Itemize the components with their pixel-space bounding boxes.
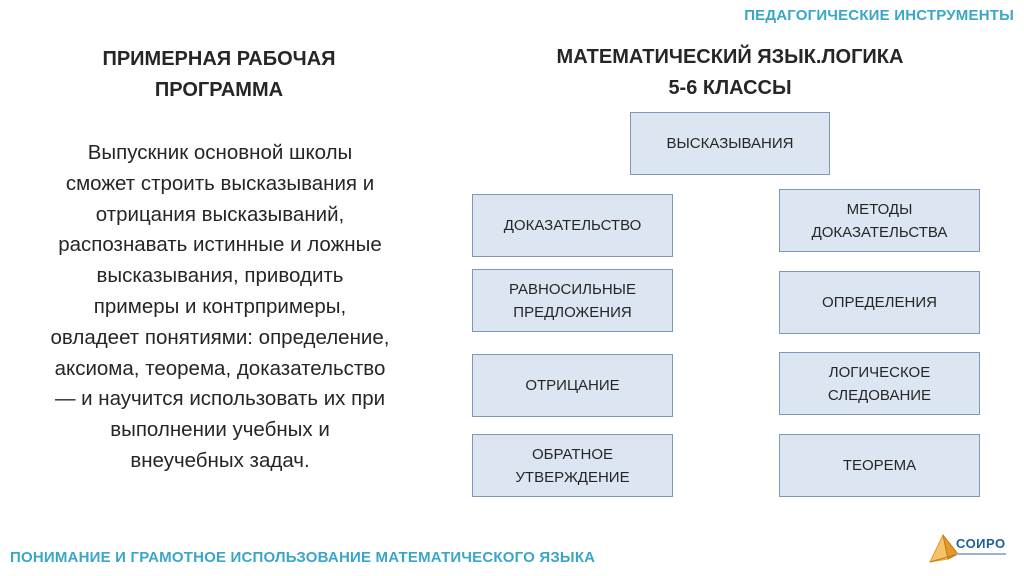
- left-title: ПРИМЕРНАЯ РАБОЧАЯ ПРОГРАММА: [60, 44, 378, 106]
- soiro-logo: СОИРО: [926, 530, 1012, 568]
- right-title: МАТЕМАТИЧЕСКИЙ ЯЗЫК.ЛОГИКА 5-6 КЛАССЫ: [520, 42, 940, 104]
- left-title-line2: ПРОГРАММА: [154, 79, 284, 101]
- footer-text: ПОНИМАНИЕ И ГРАМОТНОЕ ИСПОЛЬЗОВАНИЕ МАТЕ…: [10, 549, 596, 566]
- text-line: аксиома, теорема, доказательство: [54, 356, 386, 380]
- text-line: внеучебных задач.: [130, 448, 310, 472]
- box-label-line2: ПРЕДЛОЖЕНИЯ: [513, 303, 632, 321]
- left-title-line1: ПРИМЕРНАЯ РАБОЧАЯ: [102, 48, 336, 70]
- text-line: отрицания высказываний,: [95, 202, 345, 226]
- right-title-line2: 5-6 КЛАССЫ: [668, 77, 792, 99]
- box-label-line1: ОПРЕДЕЛЕНИЯ: [822, 294, 937, 311]
- text-line: сможет строить высказывания и: [65, 171, 375, 195]
- box-label-line1: ОБРАТНОЕ: [531, 445, 613, 463]
- concept-box-right-3: ТЕОРЕМА: [779, 434, 980, 497]
- text-line: Выпускник основной школы: [87, 141, 353, 164]
- logo-text: СОИРО: [956, 536, 1006, 551]
- box-label-line1: ТЕОРЕМА: [842, 457, 917, 474]
- concept-box-left-2: ОТРИЦАНИЕ: [472, 354, 673, 417]
- box-label-line1: ДОКАЗАТЕЛЬСТВО: [503, 217, 642, 234]
- box-label-line1: МЕТОДЫ: [846, 200, 913, 218]
- logo-underline: [956, 553, 1006, 555]
- pyramid-icon: [929, 533, 959, 563]
- root-box-label: ВЫСКАЗЫВАНИЯ: [666, 135, 794, 152]
- concept-box-left-0: ДОКАЗАТЕЛЬСТВО: [472, 194, 673, 257]
- box-label-line1: РАВНОСИЛЬНЫЕ: [509, 280, 636, 298]
- box-label-line1: ОТРИЦАНИЕ: [525, 377, 620, 394]
- concept-box-right-1: ОПРЕДЕЛЕНИЯ: [779, 271, 980, 334]
- box-label-line1: ЛОГИЧЕСКОЕ: [828, 363, 931, 381]
- box-label-line2: УТВЕРЖДЕНИЕ: [515, 468, 630, 486]
- concept-box-left-3: ОБРАТНОЕ УТВЕРЖДЕНИЕ: [472, 434, 673, 497]
- header-tag: ПЕДАГОГИЧЕСКИЕ ИНСТРУМЕНТЫ: [744, 7, 1014, 24]
- program-description: Выпускник основной школы сможет строить …: [20, 138, 420, 477]
- concept-box-left-1: РАВНОСИЛЬНЫЕ ПРЕДЛОЖЕНИЯ: [472, 269, 673, 332]
- text-line: овладеет понятиями: определение,: [50, 325, 390, 349]
- concept-box-right-0: МЕТОДЫ ДОКАЗАТЕЛЬСТВА: [779, 189, 980, 252]
- text-line: — и научится использовать их при: [54, 387, 386, 411]
- text-line: выполнении учебных и: [110, 418, 330, 442]
- concept-box-right-2: ЛОГИЧЕСКОЕ СЛЕДОВАНИЕ: [779, 352, 980, 415]
- text-line: распознавать истинные и ложные: [58, 233, 382, 257]
- text-line: высказывания, приводить: [96, 264, 344, 288]
- root-box: ВЫСКАЗЫВАНИЯ: [630, 112, 830, 175]
- text-line: примеры и контрпримеры,: [93, 294, 347, 318]
- box-label-line2: ДОКАЗАТЕЛЬСТВА: [811, 223, 948, 241]
- box-label-line2: СЛЕДОВАНИЕ: [827, 386, 932, 404]
- right-title-line1: МАТЕМАТИЧЕСКИЙ ЯЗЫК.ЛОГИКА: [556, 46, 904, 68]
